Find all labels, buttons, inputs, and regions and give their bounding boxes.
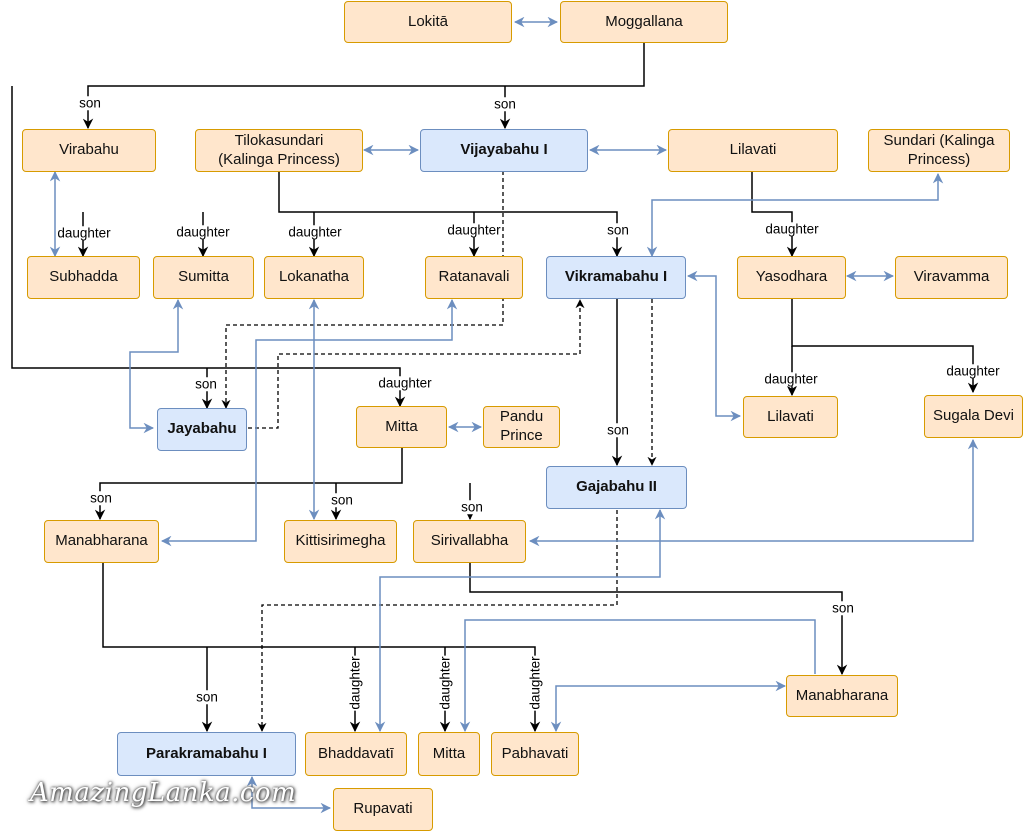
node-mitta-bottom: Mitta xyxy=(418,732,480,776)
node-sugala-devi: Sugala Devi xyxy=(924,395,1023,438)
node-tilokasundari: Tilokasundari (Kalinga Princess) xyxy=(195,129,363,172)
edge-label-daughter: daughter xyxy=(175,224,231,240)
node-vikramabahu: Vikramabahu I xyxy=(546,256,686,299)
node-manabharana-left: Manabharana xyxy=(44,520,159,563)
edge-label-son: son xyxy=(606,422,630,438)
node-jayabahu: Jayabahu xyxy=(157,408,247,451)
node-sirivallabha: Sirivallabha xyxy=(413,520,526,563)
edge-label-son: son xyxy=(89,490,113,506)
node-viravamma: Viravamma xyxy=(895,256,1008,299)
node-kittisirimegha: Kittisirimegha xyxy=(284,520,397,563)
node-pandu-prince: Pandu Prince xyxy=(483,406,560,448)
node-lokita: Lokitā xyxy=(344,1,512,43)
edge-label-son: son xyxy=(330,492,354,508)
marriage-lines xyxy=(49,16,979,814)
watermark-logo: AmazingLanka.com xyxy=(30,778,297,808)
edge-label-son: son xyxy=(606,222,630,238)
node-gajabahu: Gajabahu II xyxy=(546,466,687,509)
edge-label-daughter: daughter xyxy=(347,655,363,711)
node-rupavati: Rupavati xyxy=(333,788,433,831)
node-subhadda: Subhadda xyxy=(27,256,140,299)
edge-label-daughter: daughter xyxy=(945,363,1001,379)
edge-label-daughter: daughter xyxy=(287,224,343,240)
node-lilavati-mid: Lilavati xyxy=(743,396,838,438)
edge-label-daughter: daughter xyxy=(437,655,453,711)
node-manabharana-right: Manabharana xyxy=(786,675,898,717)
node-lokanatha: Lokanatha xyxy=(264,256,364,299)
edge-label-son: son xyxy=(194,376,218,392)
edge-label-daughter: daughter xyxy=(527,655,543,711)
edge-label-son: son xyxy=(460,499,484,515)
node-vijayabahu: Vijayabahu I xyxy=(420,129,588,172)
edge-label-son: son xyxy=(78,95,102,111)
node-yasodhara: Yasodhara xyxy=(737,256,846,299)
node-sumitta: Sumitta xyxy=(153,256,254,299)
node-mitta-mid: Mitta xyxy=(356,406,447,448)
node-moggallana: Moggallana xyxy=(560,1,728,43)
node-sundari: Sundari (Kalinga Princess) xyxy=(868,129,1010,172)
edge-label-son: son xyxy=(493,96,517,112)
edge-label-daughter: daughter xyxy=(764,221,820,237)
edge-label-daughter: daughter xyxy=(446,222,502,238)
node-pabhavati: Pabhavati xyxy=(491,732,579,776)
edge-label-son: son xyxy=(831,600,855,616)
node-ratanavali: Ratanavali xyxy=(425,256,523,299)
node-virabahu: Virabahu xyxy=(22,129,156,172)
edge-label-daughter: daughter xyxy=(377,375,433,391)
node-bhaddavati: Bhaddavatī xyxy=(305,732,407,776)
edge-label-daughter: daughter xyxy=(56,225,112,241)
node-lilavati-top: Lilavati xyxy=(668,129,838,172)
edge-label-son: son xyxy=(195,689,219,705)
node-parakramabahu: Parakramabahu I xyxy=(117,732,296,776)
edge-label-daughter: daughter xyxy=(763,371,819,387)
